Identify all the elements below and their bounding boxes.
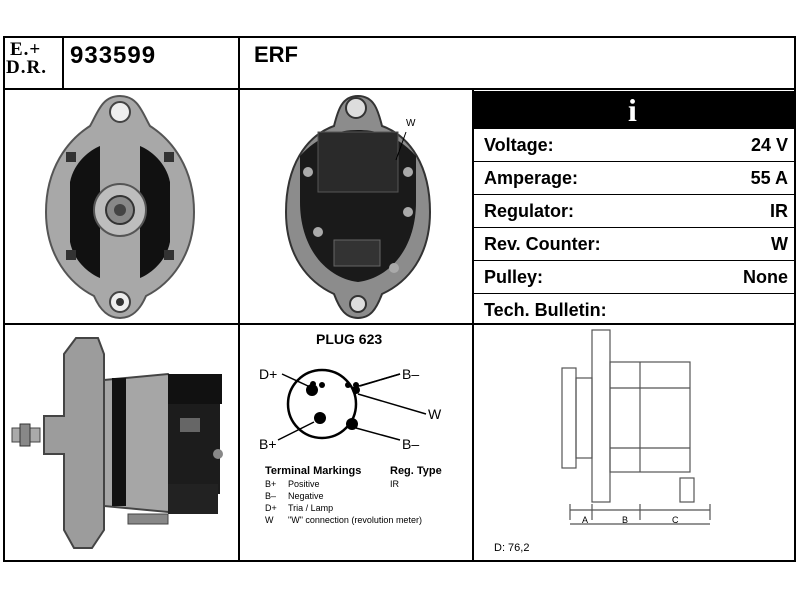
spec-value: 55 A — [750, 168, 788, 188]
alternator-side-photo — [11, 337, 223, 549]
header-logo-divider — [62, 36, 64, 88]
dimension-label-c: C — [672, 515, 679, 525]
pin-label-b-plus: B+ — [259, 436, 277, 452]
spec-value: IR — [770, 201, 788, 221]
alternator-rear-photo — [284, 94, 432, 320]
spec-value: None — [743, 267, 788, 287]
dimension-label-a: A — [582, 515, 589, 525]
terminal-code: B+ — [265, 479, 277, 489]
terminal-desc: "W" connection (revolution meter) — [288, 515, 422, 525]
spec-row-voltage: Voltage: 24 V — [474, 129, 796, 162]
spec-label: Voltage: — [484, 135, 554, 155]
logo-line-1: E.+ — [10, 39, 42, 60]
pin-label-b-minus-bottom: B– — [402, 436, 420, 452]
info-header — [474, 91, 796, 129]
reg-type-value: IR — [390, 479, 399, 489]
terminal-desc: Positive — [288, 479, 320, 489]
column-divider-2 — [472, 88, 474, 562]
alternator-front-photo — [44, 94, 196, 320]
spec-row-amperage: Amperage: 55 A — [474, 162, 796, 195]
spec-row-rev-counter: Rev. Counter: W — [474, 228, 796, 261]
terminal-desc: Tria / Lamp — [288, 503, 334, 513]
spec-label: Amperage: — [484, 168, 579, 188]
technical-drawing — [561, 329, 711, 525]
spec-row-pulley: Pulley: None — [474, 261, 796, 294]
pin-label-d-plus: D+ — [259, 366, 278, 382]
spec-value: 24 V — [750, 135, 788, 155]
part-number: 933599 — [70, 42, 157, 69]
terminal-code: D+ — [265, 503, 277, 513]
plug-title: PLUG 623 — [316, 331, 383, 347]
terminal-code: B– — [265, 491, 277, 501]
brand-name: ERF — [254, 42, 298, 67]
plug-diagram — [277, 368, 427, 441]
spec-label: Regulator: — [484, 201, 574, 221]
spec-row-regulator: Regulator: IR — [474, 195, 796, 228]
diameter-dimension: D: 76,2 — [494, 542, 530, 554]
pin-label-b-minus-top: B– — [402, 366, 420, 382]
middle-divider — [3, 323, 796, 325]
dimension-label-b: B — [622, 515, 629, 525]
rear-terminal-label: W — [406, 118, 416, 129]
info-icon: i — [628, 92, 637, 128]
pin-label-w: W — [428, 406, 442, 422]
reg-type-heading: Reg. Type — [390, 465, 442, 477]
header-divider — [3, 88, 796, 90]
terminal-code: W — [265, 515, 274, 525]
terminal-markings-heading: Terminal Markings — [265, 465, 362, 477]
terminal-desc: Negative — [288, 491, 324, 501]
spec-label: Rev. Counter: — [484, 234, 601, 254]
spec-label: Tech. Bulletin: — [484, 300, 607, 320]
datasheet-frame — [3, 36, 796, 562]
edr-logo: E.+ D.R. — [6, 40, 62, 84]
logo-line-2: D.R. — [6, 57, 47, 78]
spec-label: Pulley: — [484, 267, 544, 287]
column-divider-1 — [238, 36, 240, 562]
spec-value: W — [771, 234, 788, 254]
spec-row-tech-bulletin: Tech. Bulletin: — [474, 294, 796, 327]
